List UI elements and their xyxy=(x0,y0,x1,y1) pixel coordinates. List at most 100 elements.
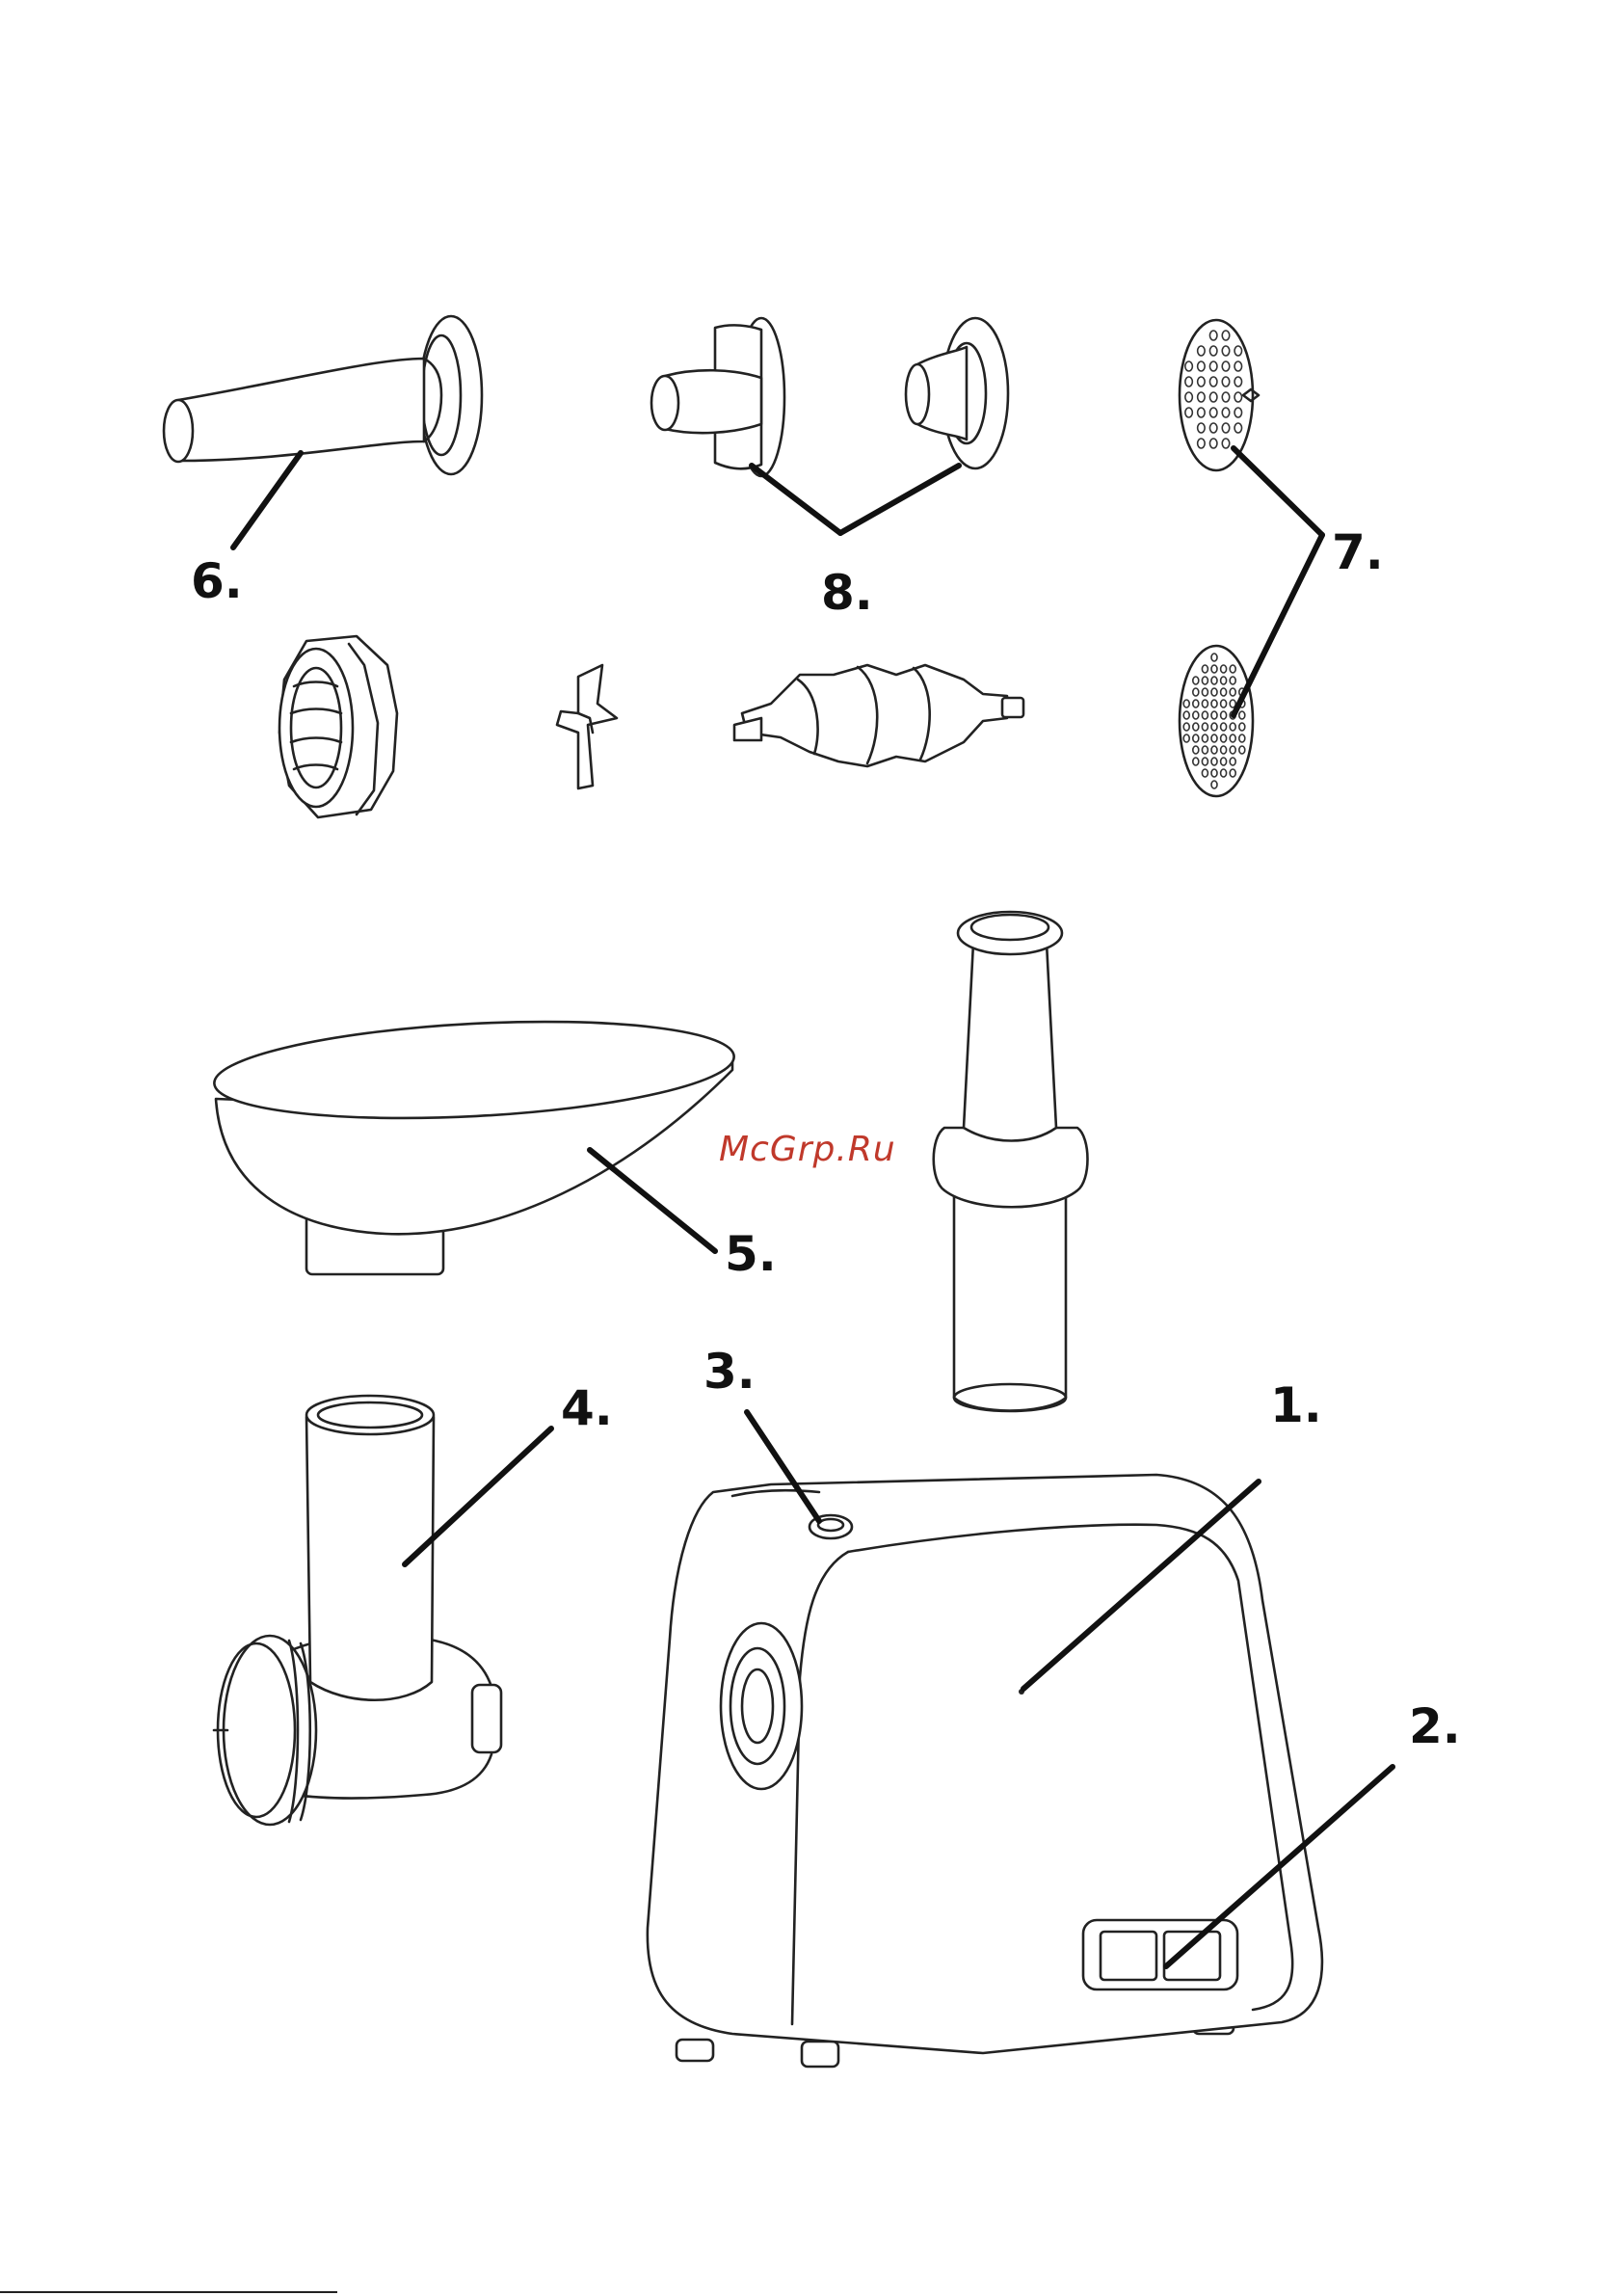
plate-hole xyxy=(1230,746,1235,754)
main-unit-number: 1. xyxy=(1270,1377,1322,1433)
plate-hole xyxy=(1234,346,1242,356)
grinder-head xyxy=(214,1396,501,1825)
grinding-plate-coarse xyxy=(1180,646,1253,796)
plate-hole xyxy=(1198,439,1206,448)
plate-hole xyxy=(1198,361,1206,371)
plate-hole xyxy=(1230,677,1235,684)
plate-hole xyxy=(1209,439,1217,448)
plate-hole xyxy=(1202,758,1208,765)
plate-hole xyxy=(1183,734,1189,742)
plate-hole xyxy=(1221,711,1227,719)
plate-hole xyxy=(1222,408,1230,417)
plate-hole xyxy=(1193,734,1199,742)
plate-hole xyxy=(1202,746,1208,754)
plate-hole xyxy=(1239,723,1245,731)
plate-hole xyxy=(1211,665,1217,673)
plate-hole xyxy=(1198,423,1206,433)
plate-hole xyxy=(1202,734,1208,742)
plate-hole xyxy=(1193,723,1199,731)
plate-hole xyxy=(1209,346,1217,356)
plate-hole xyxy=(1230,723,1235,731)
auger-screw xyxy=(734,665,1023,766)
plate-hole xyxy=(1211,688,1217,696)
plate-hole xyxy=(1193,677,1199,684)
plate-hole xyxy=(1193,746,1199,754)
plate-hole xyxy=(1230,688,1235,696)
plate-hole xyxy=(1211,654,1217,661)
tray-leader xyxy=(590,1150,715,1251)
cutting-blade xyxy=(557,665,617,788)
plate-hole xyxy=(1193,700,1199,707)
plate-hole xyxy=(1221,665,1227,673)
ring-nut xyxy=(279,636,397,817)
plate-hole xyxy=(1221,734,1227,742)
plate-hole xyxy=(1234,408,1242,417)
plate-hole xyxy=(1209,392,1217,402)
plate-hole xyxy=(1211,781,1217,788)
plate-hole xyxy=(1230,769,1235,777)
plate-hole xyxy=(1211,700,1217,707)
plate-hole xyxy=(1221,769,1227,777)
plate-hole xyxy=(1222,392,1230,402)
grinding-plates-number: 7. xyxy=(1332,524,1384,580)
plate-hole xyxy=(1193,688,1199,696)
plate-hole xyxy=(1239,746,1245,754)
plate-hole xyxy=(1211,677,1217,684)
plate-hole xyxy=(1202,723,1208,731)
kebbe-attachment-number: 8. xyxy=(821,565,873,621)
plate-hole xyxy=(1202,769,1208,777)
plate-hole xyxy=(1183,711,1189,719)
plate-hole xyxy=(1183,700,1189,707)
plate-hole xyxy=(1185,377,1193,387)
plate-hole xyxy=(1234,377,1242,387)
plate-hole xyxy=(1211,711,1217,719)
plate-hole xyxy=(1211,723,1217,731)
plate-hole xyxy=(1185,392,1193,402)
plate-hole xyxy=(1198,408,1206,417)
plate-hole xyxy=(1222,439,1230,448)
plate-hole xyxy=(1222,361,1230,371)
sausage-nozzle-leader xyxy=(233,453,301,547)
switch-number: 2. xyxy=(1409,1698,1461,1754)
plate-hole xyxy=(1198,346,1206,356)
plate-hole xyxy=(1222,377,1230,387)
plate-hole xyxy=(1222,346,1230,356)
plate-hole xyxy=(1221,700,1227,707)
plate-hole xyxy=(1202,700,1208,707)
tray xyxy=(212,1010,736,1274)
grinder-head-number: 4. xyxy=(561,1380,613,1436)
plate-hole xyxy=(1198,377,1206,387)
kebbe-leader-left xyxy=(752,466,840,533)
main-unit xyxy=(648,1475,1322,2067)
plate-hole xyxy=(1209,361,1217,371)
plate-hole xyxy=(1198,392,1206,402)
plate-hole xyxy=(1230,665,1235,673)
plates-leader-bottom xyxy=(1234,535,1322,715)
plate-hole xyxy=(1239,711,1245,719)
plate-hole xyxy=(1234,392,1242,402)
reverse-button-number: 3. xyxy=(703,1344,756,1400)
plate-hole xyxy=(1234,361,1242,371)
plate-hole xyxy=(1202,711,1208,719)
sausage-nozzle-number: 6. xyxy=(191,553,243,609)
plates-leader-top xyxy=(1234,448,1322,535)
plate-hole xyxy=(1193,758,1199,765)
plate-hole xyxy=(1209,377,1217,387)
plate-hole xyxy=(1209,408,1217,417)
plate-hole xyxy=(1183,723,1189,731)
plate-hole xyxy=(1211,746,1217,754)
plate-hole xyxy=(1202,665,1208,673)
plate-hole xyxy=(1221,677,1227,684)
kebbe-attachment xyxy=(651,318,1008,476)
plate-hole xyxy=(1221,758,1227,765)
plate-hole xyxy=(1222,331,1230,340)
kebbe-leader-right xyxy=(840,466,959,533)
watermark-text: McGrp.Ru xyxy=(719,1130,896,1169)
grinding-plate-fine xyxy=(1180,320,1259,470)
plate-hole xyxy=(1221,723,1227,731)
plate-hole xyxy=(1209,423,1217,433)
plate-hole xyxy=(1234,423,1242,433)
tray-number: 5. xyxy=(725,1226,777,1282)
food-pusher xyxy=(934,912,1088,1411)
